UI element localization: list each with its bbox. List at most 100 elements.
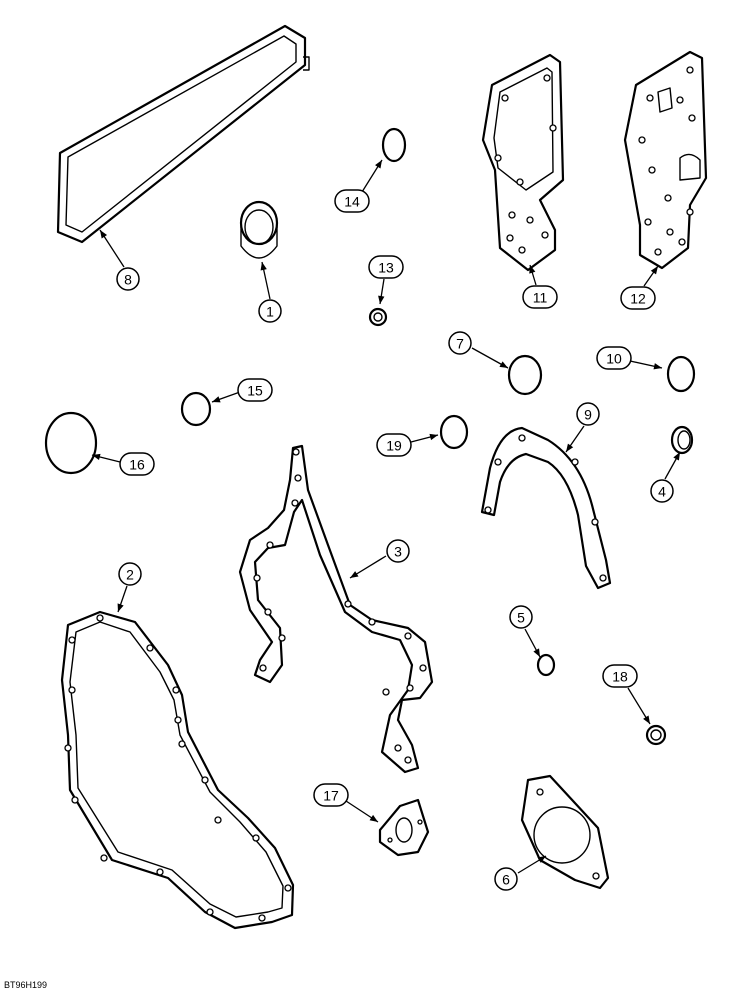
callout-bubble bbox=[334, 189, 370, 213]
arrowhead-12 bbox=[650, 266, 658, 275]
callout-bubble bbox=[494, 867, 518, 891]
figure-code: BT96H199 bbox=[4, 980, 47, 990]
callout-7: 7 bbox=[448, 331, 472, 355]
callout-bubble bbox=[376, 433, 412, 457]
callout-19: 19 bbox=[376, 433, 412, 457]
arrowhead-3 bbox=[350, 571, 359, 578]
arrowhead-2 bbox=[117, 603, 124, 612]
arrowhead-4 bbox=[673, 452, 680, 461]
callout-number: 2 bbox=[126, 567, 134, 583]
callout-number: 9 bbox=[584, 407, 592, 423]
callout-number: 3 bbox=[394, 544, 402, 560]
callout-bubble bbox=[368, 255, 404, 279]
callout-number: 17 bbox=[323, 788, 339, 804]
callout-number: 16 bbox=[129, 457, 145, 473]
arrowhead-5 bbox=[533, 648, 540, 657]
callout-1: 1 bbox=[258, 299, 282, 323]
callout-bubble bbox=[509, 605, 533, 629]
callout-number: 12 bbox=[630, 291, 646, 307]
callout-number: 6 bbox=[502, 872, 510, 888]
callout-bubble bbox=[448, 331, 472, 355]
arrowhead-16 bbox=[92, 453, 101, 461]
callout-bubble bbox=[237, 378, 273, 402]
arrowhead-1 bbox=[260, 262, 267, 271]
callout-12: 12 bbox=[620, 286, 656, 310]
callout-6: 6 bbox=[494, 867, 518, 891]
part-1-seal bbox=[239, 200, 279, 259]
arrowhead-6 bbox=[537, 856, 546, 863]
callout-number: 5 bbox=[517, 610, 525, 626]
callout-number: 14 bbox=[344, 194, 360, 210]
part-6-gasket bbox=[520, 774, 610, 890]
callout-3: 3 bbox=[386, 539, 410, 563]
arrowhead-8 bbox=[100, 230, 108, 239]
callout-11: 11 bbox=[522, 285, 558, 309]
callout-16: 16 bbox=[119, 452, 155, 476]
callout-13: 13 bbox=[368, 255, 404, 279]
callout-bubble bbox=[118, 562, 142, 586]
part-7-o-ring bbox=[507, 354, 543, 396]
callout-bubble bbox=[522, 285, 558, 309]
part-17-gasket bbox=[378, 798, 430, 857]
part-11-gasket bbox=[481, 53, 565, 272]
arrowhead-9 bbox=[566, 443, 574, 452]
callout-number: 18 bbox=[612, 669, 628, 685]
callout-15: 15 bbox=[237, 378, 273, 402]
callout-bubble bbox=[576, 402, 600, 426]
callout-bubble bbox=[602, 664, 638, 688]
leader-lines bbox=[91, 159, 681, 874]
part-12-gasket bbox=[623, 50, 708, 270]
arrowhead-10 bbox=[653, 363, 662, 370]
part-3-gasket bbox=[238, 444, 434, 774]
callout-10: 10 bbox=[596, 346, 632, 370]
callout-5: 5 bbox=[509, 605, 533, 629]
part-9-gasket bbox=[480, 426, 612, 590]
callout-bubble bbox=[596, 346, 632, 370]
callout-2: 2 bbox=[118, 562, 142, 586]
callout-bubble bbox=[650, 479, 674, 503]
arrowhead-14 bbox=[375, 160, 382, 169]
part-5-seal bbox=[536, 653, 556, 677]
callout-number: 8 bbox=[124, 272, 132, 288]
part-13-seal bbox=[368, 307, 388, 327]
callout-number: 7 bbox=[456, 336, 464, 352]
callout-bubble bbox=[119, 452, 155, 476]
arrowhead-7 bbox=[499, 361, 508, 368]
part-2-gasket bbox=[60, 610, 295, 930]
callout-number: 1 bbox=[266, 304, 274, 320]
callout-9: 9 bbox=[576, 402, 600, 426]
part-18-plug bbox=[645, 724, 667, 746]
callout-18: 18 bbox=[602, 664, 638, 688]
part-16-o-ring bbox=[44, 411, 98, 475]
part-8-gasket bbox=[56, 24, 310, 244]
part-19-o-ring bbox=[439, 414, 469, 450]
part-14-o-ring bbox=[381, 127, 407, 163]
callout-bubble bbox=[116, 267, 140, 291]
arrowhead-11 bbox=[529, 265, 536, 274]
callout-bubble bbox=[258, 299, 282, 323]
callout-number: 15 bbox=[247, 383, 263, 399]
callout-number: 4 bbox=[658, 484, 666, 500]
callout-number: 13 bbox=[378, 260, 394, 276]
part-15-o-ring bbox=[180, 391, 212, 427]
callout-number: 10 bbox=[606, 351, 622, 367]
callout-number: 11 bbox=[533, 290, 548, 306]
arrowhead-15 bbox=[212, 396, 221, 403]
arrowhead-18 bbox=[643, 715, 650, 724]
part-4-seal bbox=[670, 425, 694, 455]
part-10-o-ring bbox=[666, 355, 696, 393]
arrowhead-19 bbox=[429, 433, 438, 441]
callout-bubble bbox=[620, 286, 656, 310]
callout-4: 4 bbox=[650, 479, 674, 503]
callout-number: 19 bbox=[386, 438, 402, 454]
arrowhead-13 bbox=[378, 295, 385, 304]
callout-14: 14 bbox=[334, 189, 370, 213]
callout-bubble bbox=[313, 783, 349, 807]
callout-bubble bbox=[386, 539, 410, 563]
arrowhead-17 bbox=[369, 814, 378, 822]
callout-17: 17 bbox=[313, 783, 349, 807]
callout-8: 8 bbox=[116, 267, 140, 291]
